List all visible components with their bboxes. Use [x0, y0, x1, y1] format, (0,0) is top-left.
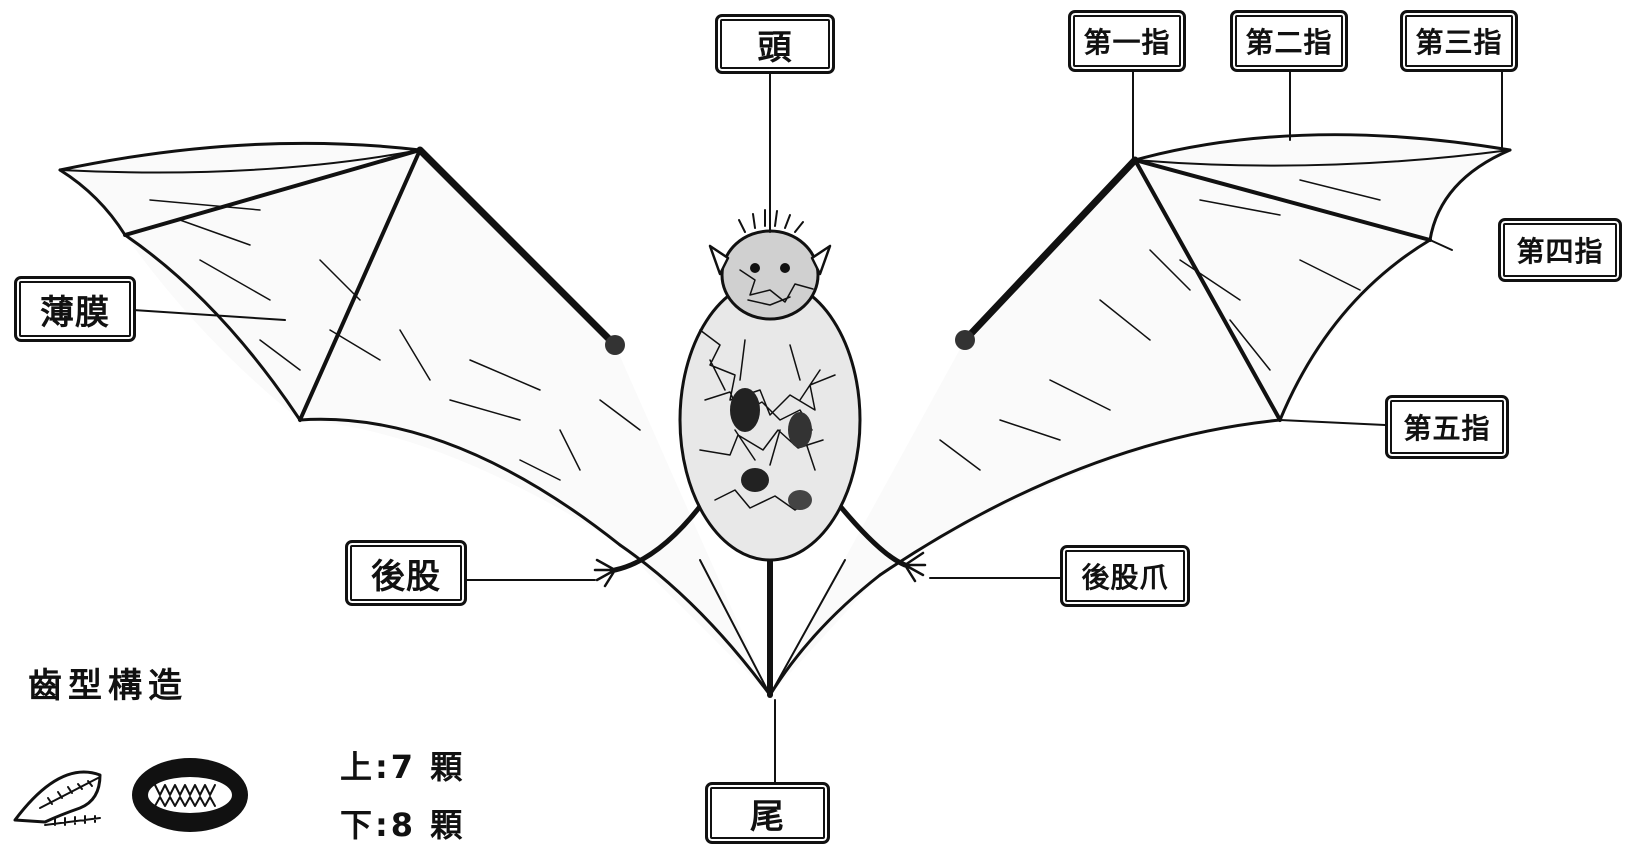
lower-teeth-count: 下:8 顆 — [340, 800, 465, 846]
label-finger-3: 第三指 — [1400, 10, 1518, 72]
label-hindlimb: 後股 — [345, 540, 467, 606]
upper-jaw-teeth — [15, 772, 100, 825]
label-hindlimb-claw: 後股爪 — [1060, 545, 1190, 607]
upper-teeth-count: 上:7 顆 — [340, 742, 465, 788]
right-wrist-joint — [955, 330, 975, 350]
label-tail: 尾 — [705, 782, 830, 844]
tooth-diagrams — [15, 758, 248, 832]
label-finger-1: 第一指 — [1068, 10, 1186, 72]
label-finger-5: 第五指 — [1385, 395, 1509, 459]
left-wrist-joint — [605, 335, 625, 355]
teeth-structure-title: 齒型構造 — [28, 658, 188, 707]
label-finger-2: 第二指 — [1230, 10, 1348, 72]
label-head: 頭 — [715, 14, 835, 74]
bat-body — [680, 280, 860, 560]
lower-jaw-teeth — [132, 758, 248, 832]
left-wing — [60, 143, 770, 695]
label-membrane: 薄膜 — [14, 276, 136, 342]
label-finger-4: 第四指 — [1498, 218, 1622, 282]
